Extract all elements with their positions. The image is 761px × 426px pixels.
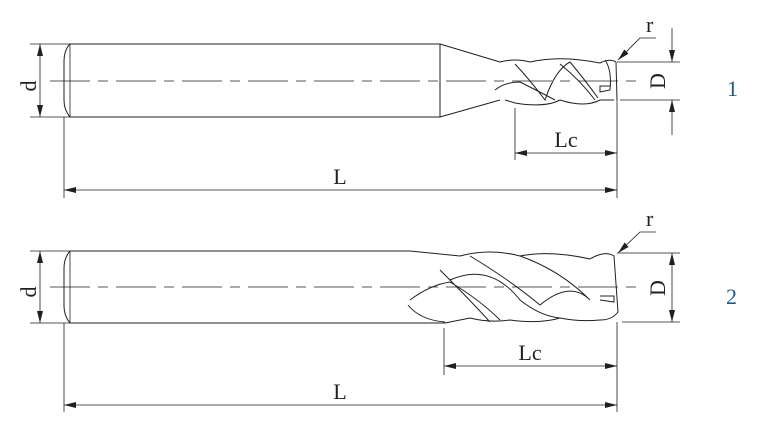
- tool-1-flutes: [494, 58, 618, 106]
- tool-1-number: 1: [727, 76, 738, 101]
- tool-2-flutes: [407, 250, 619, 324]
- tool-1-shank: [63, 43, 441, 118]
- tool-1-r-label: r: [646, 12, 654, 37]
- tool-1-Lc-label: Lc: [554, 127, 577, 152]
- tool-1-drawing: d D r Lc L 1: [16, 12, 738, 198]
- tool-1-L-label: L: [333, 164, 346, 189]
- tool-1-d-label: d: [16, 81, 41, 92]
- tool-2-d-label: d: [16, 287, 41, 298]
- tool-2-r-label: r: [646, 206, 654, 231]
- tool-1-D-label: D: [645, 73, 670, 89]
- tool-2-Lc-label: Lc: [518, 340, 541, 365]
- tool-2-L-label: L: [333, 379, 346, 404]
- tool-2-drawing: d D r Lc L 2: [16, 206, 737, 412]
- tool-1-neck: [439, 43, 501, 118]
- tool-2-D-label: D: [645, 280, 670, 296]
- tool-2-number: 2: [726, 284, 737, 309]
